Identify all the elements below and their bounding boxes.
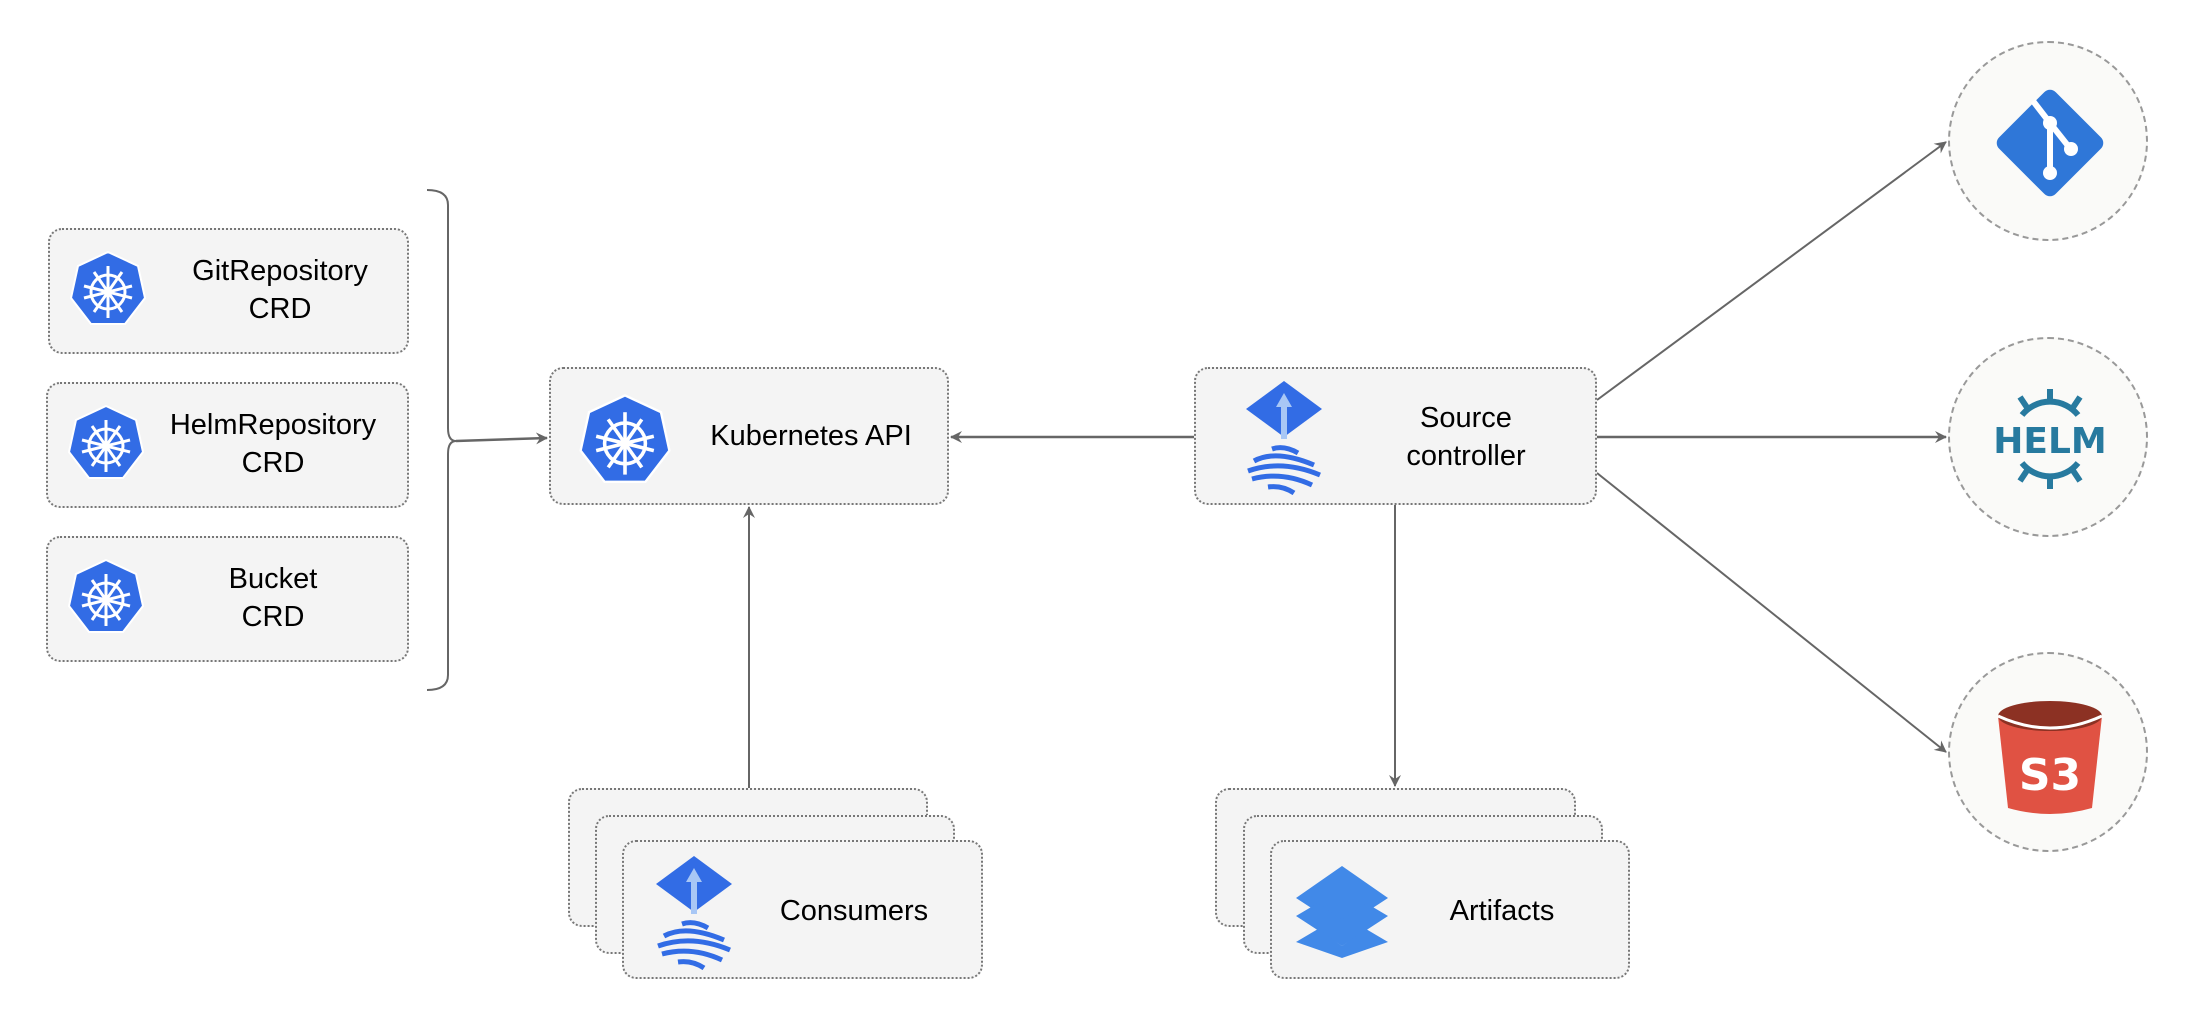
consumers-label: Consumers bbox=[779, 895, 929, 927]
kubernetes-icon bbox=[70, 250, 146, 326]
consumers-box[interactable]: Consumers bbox=[622, 840, 983, 979]
flux-icon bbox=[1242, 379, 1326, 495]
kubernetes-api-box[interactable]: Kubernetes API bbox=[549, 367, 949, 505]
crd-kind: CRD bbox=[241, 447, 305, 479]
kubernetes-icon bbox=[68, 404, 144, 480]
arrow-source-controller-to-s3 bbox=[1596, 472, 1947, 753]
s3-logo-text: S3 bbox=[2019, 750, 2081, 801]
arrow-crds-to-kubernetes-api bbox=[455, 432, 548, 445]
s3-bucket-icon: S3 bbox=[1997, 701, 2103, 814]
helm-source[interactable]: HELM bbox=[1948, 337, 2148, 537]
git-icon bbox=[1996, 89, 2104, 197]
crd-brace bbox=[426, 189, 457, 691]
kubernetes-icon bbox=[68, 558, 144, 634]
crd-name: Bucket bbox=[228, 563, 318, 595]
kubernetes-icon bbox=[579, 393, 671, 484]
crd-kind: CRD bbox=[241, 601, 305, 633]
s3-source[interactable]: S3 bbox=[1948, 652, 2148, 852]
flux-icon bbox=[652, 854, 736, 970]
arrow-source-controller-to-git bbox=[1596, 141, 1947, 401]
crd-name: GitRepository bbox=[192, 255, 368, 287]
helm-logo-text: HELM bbox=[1993, 421, 2106, 462]
crd-name: HelmRepository bbox=[169, 409, 377, 441]
layers-icon bbox=[1296, 866, 1388, 958]
source-controller-label-2: controller bbox=[1406, 440, 1526, 472]
kubernetes-api-label: Kubernetes API bbox=[710, 420, 912, 452]
source-controller-box[interactable]: Source controller bbox=[1194, 367, 1597, 505]
artifacts-label: Artifacts bbox=[1449, 895, 1555, 927]
artifacts-box[interactable]: Artifacts bbox=[1270, 840, 1630, 979]
helm-icon: HELM bbox=[1993, 389, 2107, 489]
source-controller-label: Source bbox=[1420, 402, 1512, 434]
crd-kind: CRD bbox=[248, 293, 312, 325]
git-source[interactable] bbox=[1948, 41, 2148, 241]
